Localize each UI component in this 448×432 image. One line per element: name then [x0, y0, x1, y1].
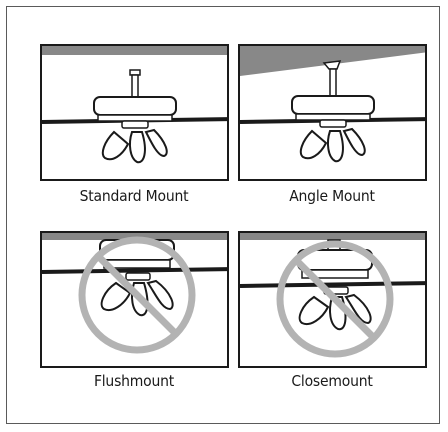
motor-housing — [93, 96, 177, 116]
standard-mount-panel — [40, 44, 229, 181]
flushmount-caption: Flushmount — [93, 372, 175, 390]
ceiling-band — [240, 233, 425, 240]
prohibit-circle — [78, 236, 196, 354]
closemount-illustration — [240, 233, 425, 358]
diagram-frame — [6, 6, 440, 424]
flushmount-panel — [40, 231, 229, 368]
downrod — [329, 68, 337, 97]
blade-line — [240, 281, 425, 288]
angle-mount-panel — [238, 44, 427, 181]
sloped-ceiling — [240, 46, 425, 76]
standard-mount-caption: Standard Mount — [79, 187, 189, 205]
closemount-caption: Closemount — [291, 372, 373, 390]
standard-mount-illustration — [42, 46, 227, 164]
closemount-panel — [238, 231, 427, 368]
downrod — [131, 74, 139, 98]
prohibit-circle — [276, 240, 394, 358]
motor-housing — [291, 95, 375, 115]
angle-mount-caption: Angle Mount — [289, 187, 375, 205]
ceiling-band — [42, 46, 227, 55]
angle-mount-illustration — [240, 46, 425, 163]
prohibit-slash — [95, 253, 179, 337]
blade-line — [42, 267, 227, 274]
ceiling-band — [42, 233, 227, 240]
prohibit-slash — [293, 257, 377, 341]
flushmount-illustration — [42, 233, 227, 354]
